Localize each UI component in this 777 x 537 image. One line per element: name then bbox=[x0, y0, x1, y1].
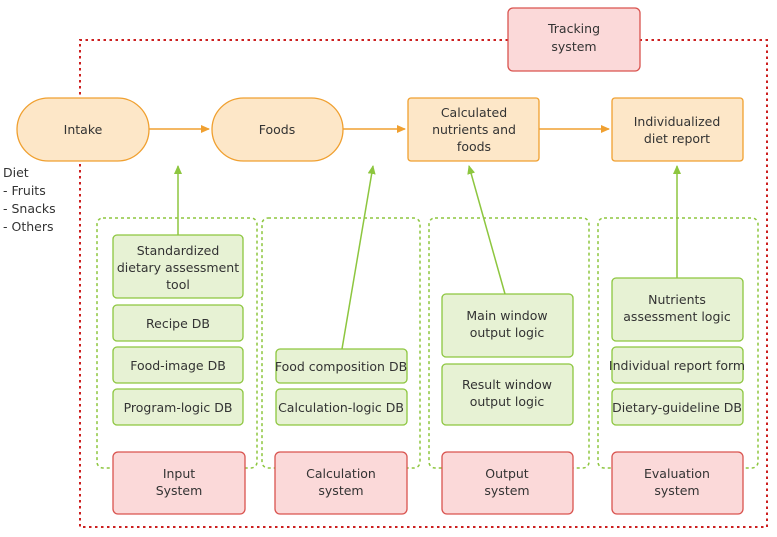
evaluation-group-border bbox=[597, 217, 759, 469]
foods-node: Foods bbox=[211, 97, 344, 162]
evaluation-system-label-1: Evaluation bbox=[644, 466, 710, 481]
result-window-label-1: Result window bbox=[462, 377, 552, 392]
input-system-label-1: Input bbox=[163, 466, 195, 481]
calculation-system-box: Calculation system bbox=[274, 451, 408, 515]
report-form-label: Individual report form bbox=[609, 358, 745, 373]
diet-item-fruits: - Fruits bbox=[3, 183, 46, 198]
nutrients-label-2: assessment logic bbox=[623, 309, 731, 324]
evaluation-system-label-2: system bbox=[654, 483, 699, 498]
output-to-calculated-arrow bbox=[467, 165, 506, 295]
program-logic-db-label: Program-logic DB bbox=[124, 400, 233, 415]
diet-item-others: - Others bbox=[3, 219, 54, 234]
individual-report-form-box: Individual report form bbox=[609, 346, 745, 384]
food-image-db-label: Food-image DB bbox=[130, 358, 226, 373]
diet-item-snacks: - Snacks bbox=[3, 201, 56, 216]
calculation-logic-db-box: Calculation-logic DB bbox=[275, 388, 408, 426]
tool-label-2: dietary assessment bbox=[117, 260, 239, 275]
recipe-db-box: Recipe DB bbox=[112, 304, 244, 342]
recipe-db-label: Recipe DB bbox=[146, 316, 210, 331]
input-system-box: Input System bbox=[112, 451, 246, 515]
food-composition-db-label: Food composition DB bbox=[275, 359, 407, 374]
output-system-box: Output system bbox=[441, 451, 574, 515]
diet-report-node: Individualized diet report bbox=[611, 97, 744, 162]
calculation-system-label-2: system bbox=[318, 483, 363, 498]
tool-label-3: tool bbox=[166, 277, 190, 292]
diet-title: Diet bbox=[3, 165, 29, 180]
evaluation-system-box: Evaluation system bbox=[611, 451, 744, 515]
intake-label: Intake bbox=[64, 122, 103, 137]
input-group-border bbox=[96, 217, 258, 469]
output-system-label-2: system bbox=[484, 483, 529, 498]
input-system-label-2: System bbox=[156, 483, 203, 498]
dietary-guideline-db-box: Dietary-guideline DB bbox=[611, 388, 744, 426]
calculated-label-3: foods bbox=[457, 139, 491, 154]
foods-label: Foods bbox=[259, 122, 296, 137]
report-label-2: diet report bbox=[644, 131, 710, 146]
tracking-system-label-1: Tracking bbox=[547, 21, 600, 36]
main-window-logic-box: Main window output logic bbox=[441, 293, 574, 358]
report-label-1: Individualized bbox=[634, 114, 721, 129]
calculation-group-border bbox=[261, 217, 421, 469]
calculated-nutrients-node: Calculated nutrients and foods bbox=[407, 97, 540, 162]
food-composition-db-box: Food composition DB bbox=[275, 348, 408, 384]
diet-list: Diet - Fruits - Snacks - Others bbox=[3, 165, 56, 234]
tracking-system-label-2: system bbox=[551, 39, 596, 54]
main-window-label-2: output logic bbox=[470, 325, 545, 340]
calculation-to-foods-arrow bbox=[341, 165, 376, 350]
nutrients-label-1: Nutrients bbox=[648, 292, 706, 307]
main-window-label-1: Main window bbox=[466, 308, 547, 323]
result-window-label-2: output logic bbox=[470, 394, 545, 409]
result-window-logic-box: Result window output logic bbox=[441, 363, 574, 426]
calculated-label-1: Calculated bbox=[441, 105, 507, 120]
tool-label-1: Standardized bbox=[137, 243, 220, 258]
calculation-logic-db-label: Calculation-logic DB bbox=[278, 400, 404, 415]
output-system-label-1: Output bbox=[485, 466, 529, 481]
calculated-label-2: nutrients and bbox=[432, 122, 516, 137]
program-logic-db-box: Program-logic DB bbox=[112, 388, 244, 426]
tracking-system-box: Tracking system bbox=[507, 7, 641, 72]
output-group-border bbox=[428, 217, 590, 469]
calculation-system-label-1: Calculation bbox=[306, 466, 376, 481]
standardized-tool-box: Standardized dietary assessment tool bbox=[112, 234, 244, 299]
food-image-db-box: Food-image DB bbox=[112, 346, 244, 384]
nutrients-assessment-box: Nutrients assessment logic bbox=[611, 277, 744, 342]
intake-node: Intake bbox=[16, 97, 150, 162]
guideline-db-label: Dietary-guideline DB bbox=[612, 400, 742, 415]
